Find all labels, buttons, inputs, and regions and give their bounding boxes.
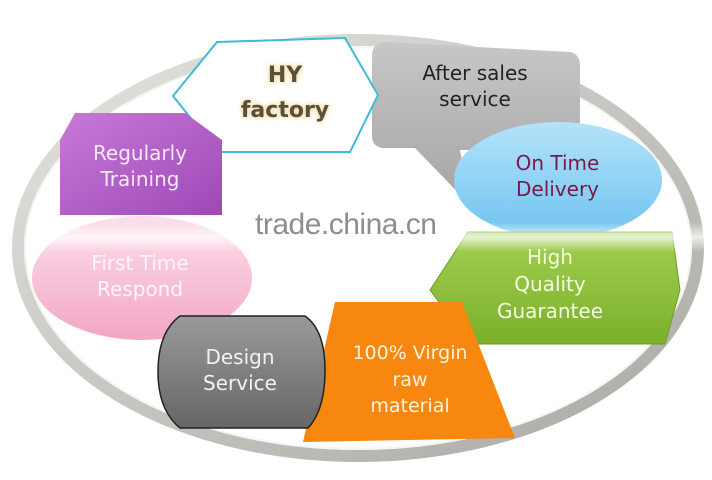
high-quality-line-2: Quality [514, 272, 586, 296]
design-service-label: Design Service [160, 344, 320, 396]
hy-factory-line-1: HY [267, 63, 303, 88]
first-time-respond-label: First Time Respond [40, 250, 240, 302]
virgin-line-2: raw [392, 368, 428, 391]
after-sales-shape [372, 42, 580, 205]
high-quality-line-1: High [527, 245, 573, 269]
on-time-delivery-shape [454, 122, 662, 238]
on-time-delivery-label: On Time Delivery [460, 150, 655, 202]
after-sales-line-2: service [439, 87, 511, 111]
first-time-line-2: Respond [96, 277, 184, 301]
design-line-1: Design [205, 345, 275, 369]
design-line-2: Service [203, 371, 277, 395]
hy-factory-line-2: factory [240, 98, 330, 124]
design-service-shape [157, 315, 326, 429]
training-line-2: Training [100, 167, 180, 191]
high-quality-label: High Quality Guarantee [470, 244, 630, 325]
after-sales-line-1: After sales [422, 61, 528, 85]
virgin-line-1: 100% Virgin [352, 342, 468, 364]
regularly-training-label: Regularly Training [60, 140, 220, 192]
on-time-line-1: On Time [515, 151, 600, 175]
virgin-material-shape [303, 302, 515, 442]
regularly-training-shape [60, 113, 222, 215]
hy-factory-shape [171, 36, 380, 153]
high-quality-line-3: Guarantee [496, 299, 604, 323]
hy-factory-label: HY factory [210, 58, 360, 128]
training-line-1: Regularly [92, 141, 188, 165]
first-time-line-1: First Time [91, 251, 189, 275]
watermark-text: trade.china.cn [255, 208, 437, 241]
after-sales-label: After sales service [380, 60, 570, 112]
watermark-band [30, 222, 710, 252]
virgin-line-3: material [370, 395, 450, 418]
virgin-material-label: 100% Virgin raw material [325, 340, 495, 420]
on-time-line-2: Delivery [515, 177, 600, 201]
